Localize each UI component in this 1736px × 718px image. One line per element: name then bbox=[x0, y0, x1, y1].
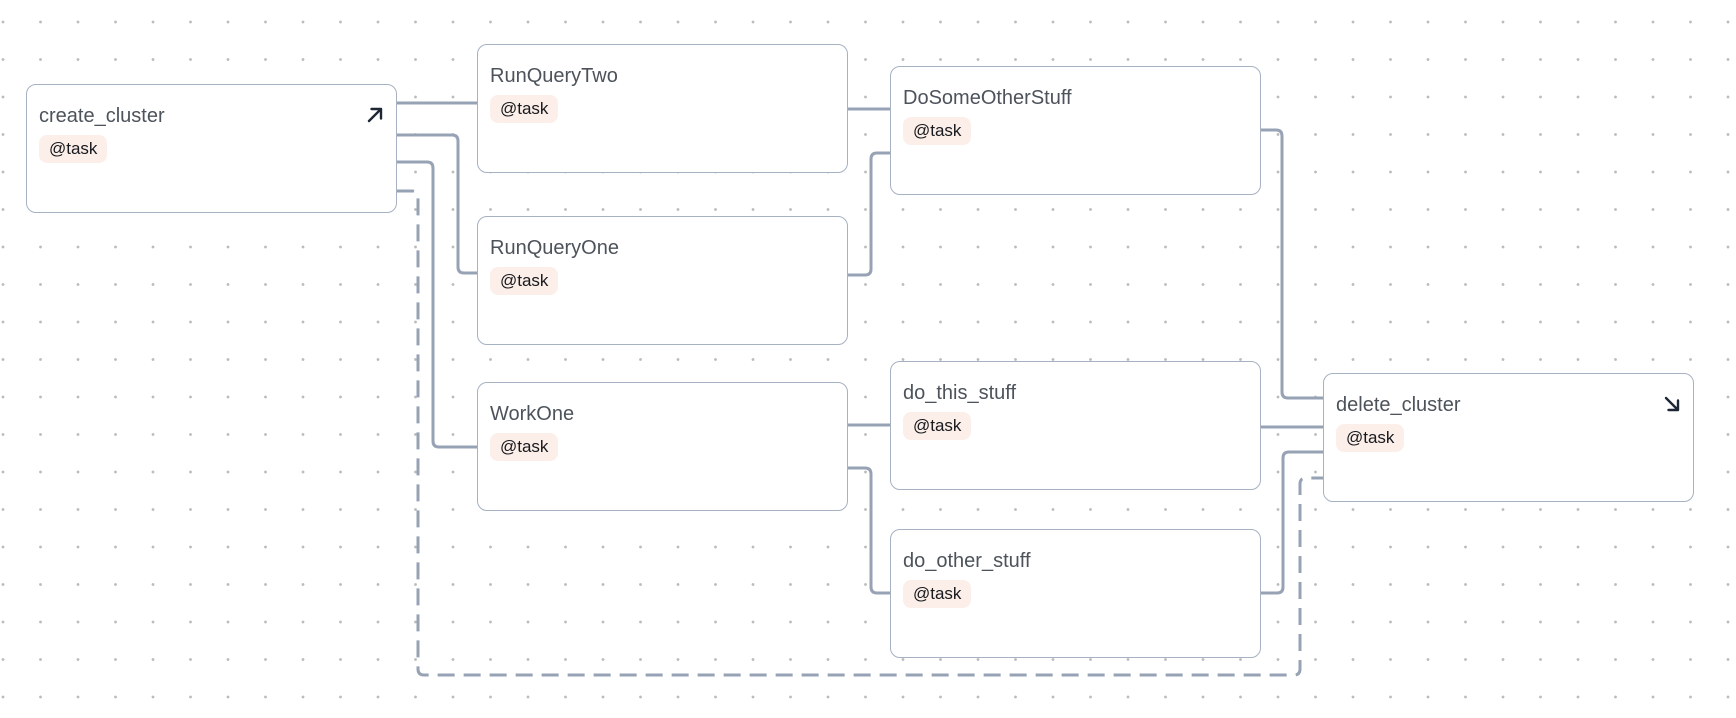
task-node-workone[interactable]: WorkOne @task bbox=[477, 382, 848, 511]
edge-do_other_stuff-delete_cluster bbox=[1261, 450, 1323, 595]
task-node-runquerytwo[interactable]: RunQueryTwo @task bbox=[477, 44, 848, 173]
node-title: delete_cluster bbox=[1336, 394, 1461, 416]
edge-create_cluster-WorkOne bbox=[397, 160, 477, 449]
task-node-do-this-stuff[interactable]: do_this_stuff @task bbox=[890, 361, 1261, 490]
task-badge: @task bbox=[903, 580, 972, 608]
task-badge: @task bbox=[490, 95, 559, 123]
task-node-create-cluster[interactable]: create_cluster @task bbox=[26, 84, 397, 213]
edge-WorkOne-do_other_stuff bbox=[848, 466, 890, 595]
task-badge: @task bbox=[903, 412, 972, 440]
task-badge: @task bbox=[490, 433, 559, 461]
node-title: do_this_stuff bbox=[903, 382, 1017, 404]
edge-RunQueryOne-DoSomeOtherStuff bbox=[848, 151, 890, 277]
node-title: WorkOne bbox=[490, 403, 575, 425]
arrow-down-right-icon bbox=[1664, 396, 1680, 412]
task-badge: @task bbox=[39, 135, 108, 163]
node-title: RunQueryTwo bbox=[490, 65, 618, 87]
task-badge: @task bbox=[903, 117, 972, 145]
task-node-do-other-stuff[interactable]: do_other_stuff @task bbox=[890, 529, 1261, 658]
edge-DoSomeOtherStuff-delete_cluster bbox=[1261, 128, 1323, 400]
task-badge: @task bbox=[490, 267, 559, 295]
task-node-dosomeotherstuff[interactable]: DoSomeOtherStuff @task bbox=[890, 66, 1261, 195]
task-badge: @task bbox=[1336, 424, 1405, 452]
task-node-delete-cluster[interactable]: delete_cluster @task bbox=[1323, 373, 1694, 502]
node-title: RunQueryOne bbox=[490, 237, 619, 259]
node-title: do_other_stuff bbox=[903, 550, 1031, 572]
node-title: DoSomeOtherStuff bbox=[903, 87, 1072, 109]
node-title: create_cluster bbox=[39, 105, 165, 127]
arrow-up-right-icon bbox=[367, 107, 383, 123]
edge-create_cluster-RunQueryOne bbox=[397, 133, 477, 275]
task-node-runqueryone[interactable]: RunQueryOne @task bbox=[477, 216, 848, 345]
